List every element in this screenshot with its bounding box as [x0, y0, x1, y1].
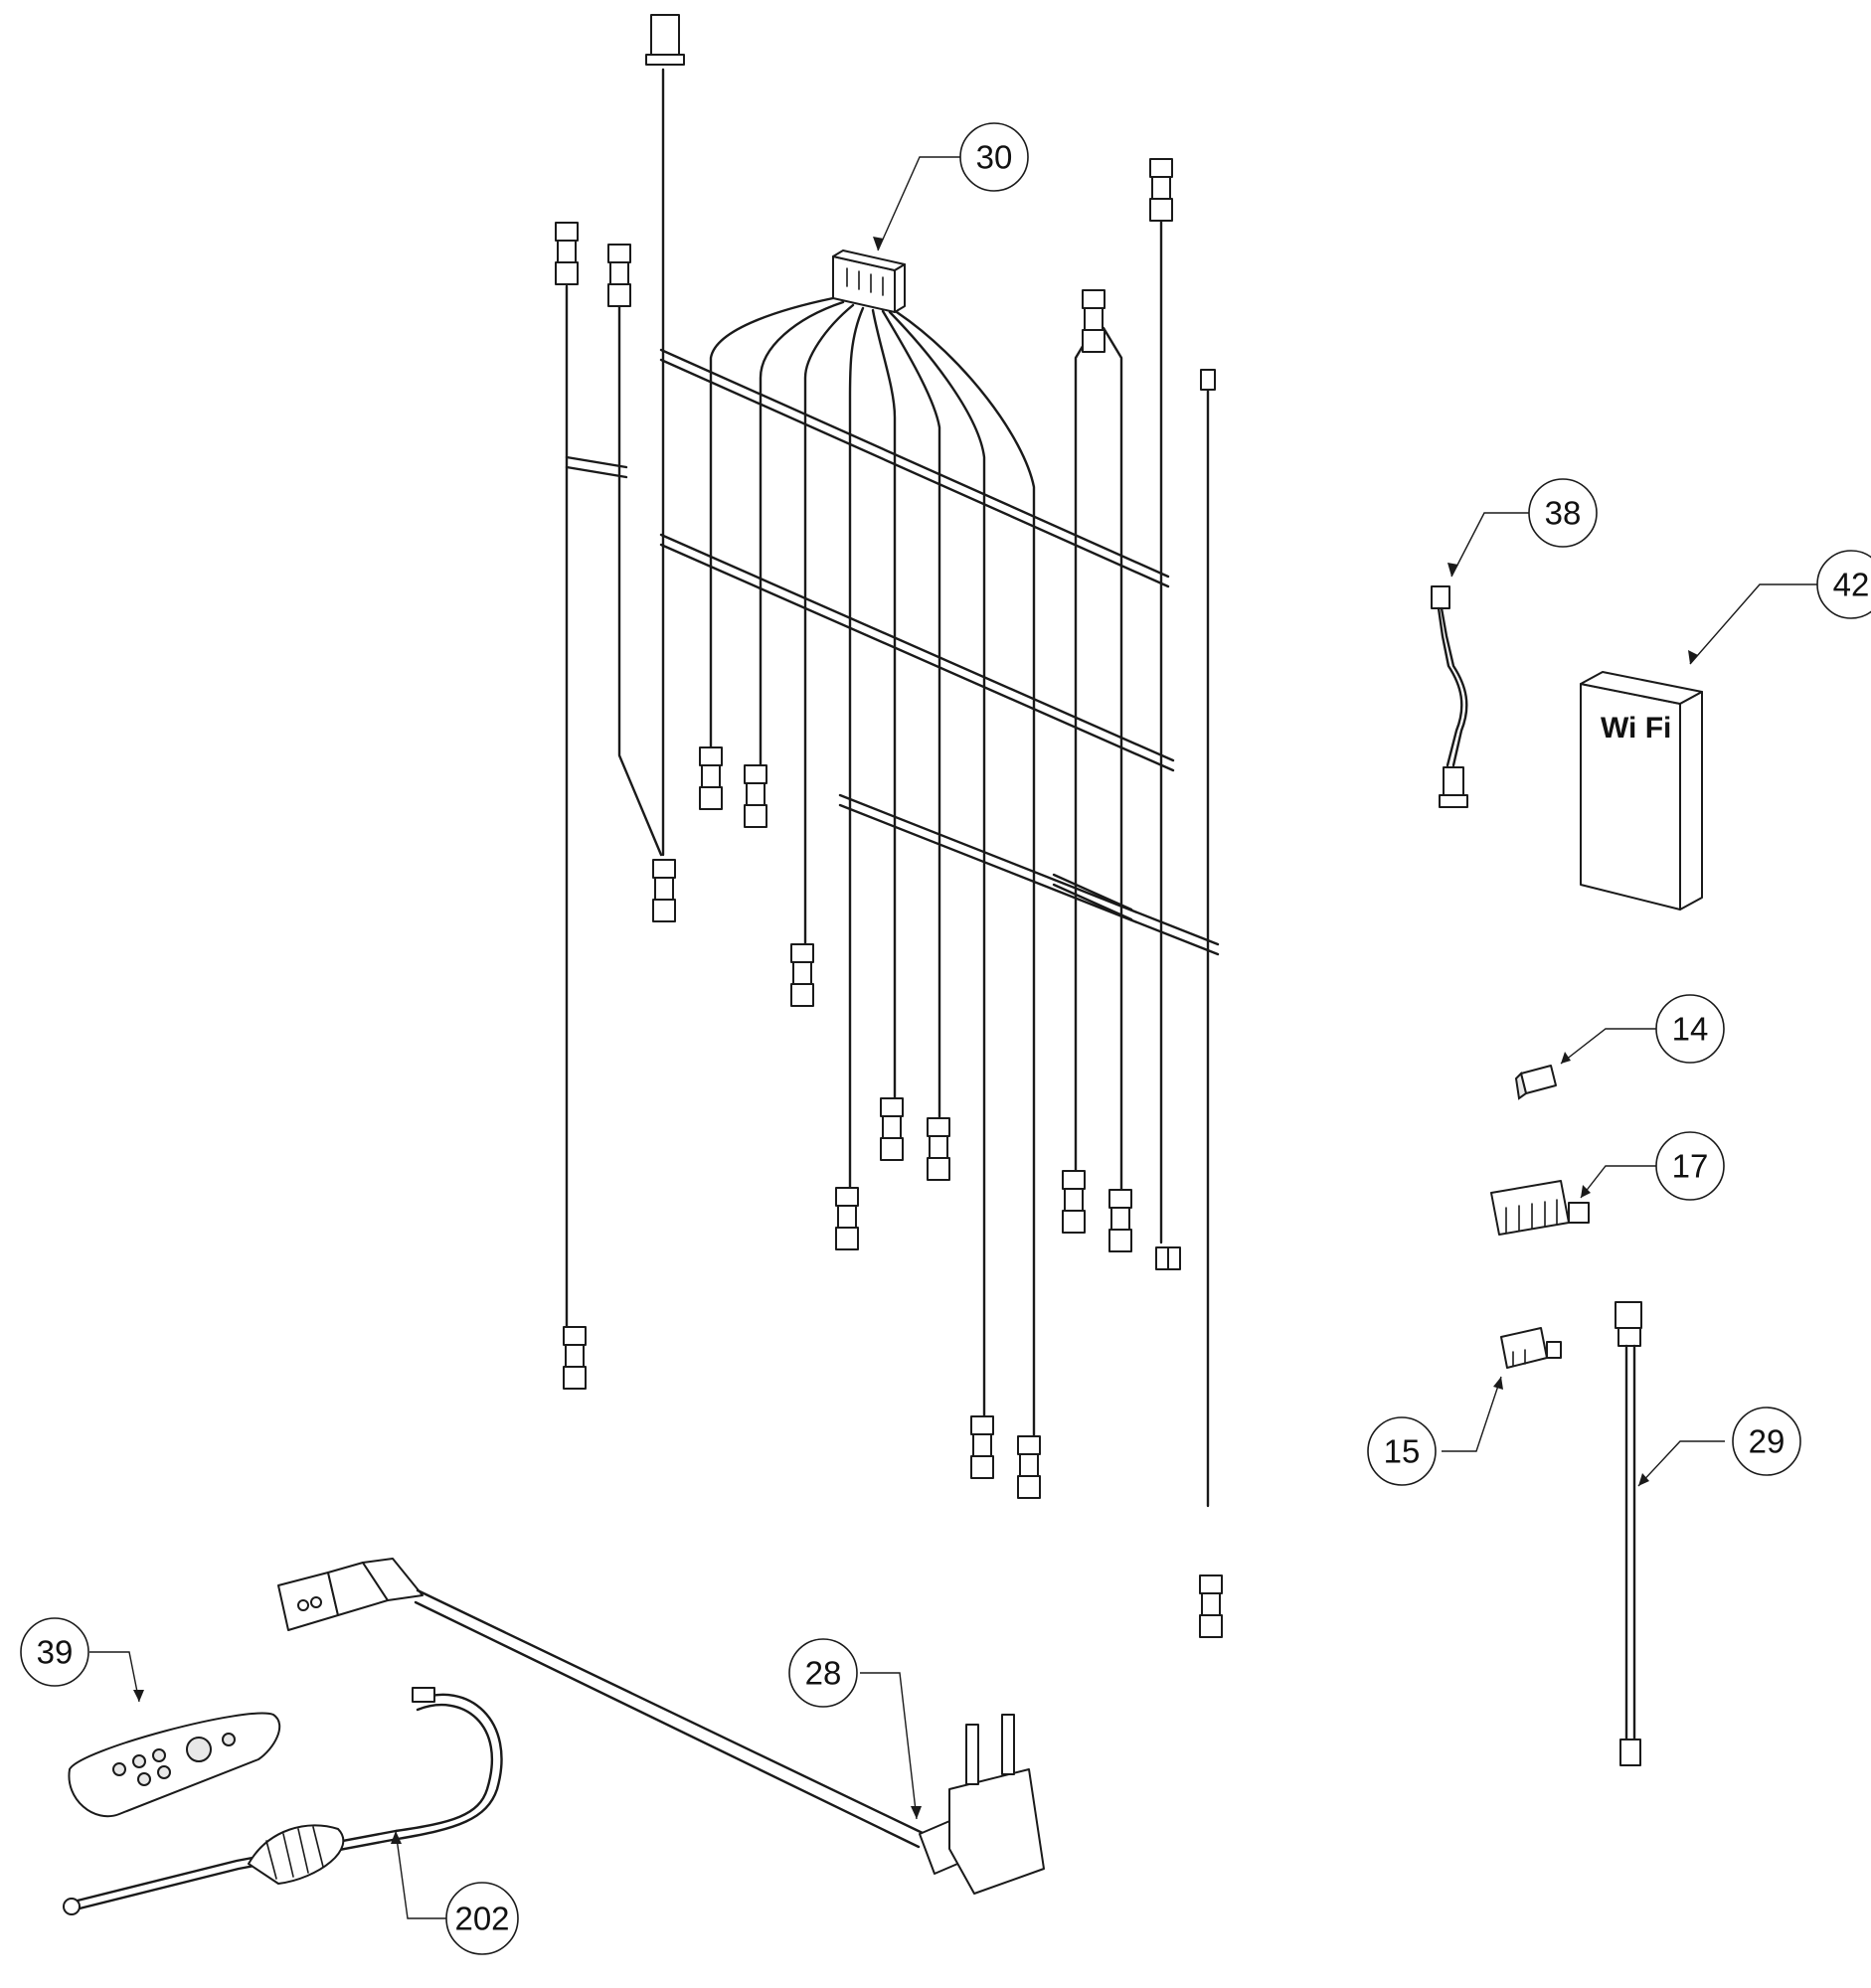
- svg-text:14: 14: [1672, 1011, 1709, 1048]
- temperature-probe-202: [63, 1687, 503, 1915]
- svg-text:28: 28: [805, 1655, 842, 1692]
- callout-15: 15: [1367, 1416, 1437, 1486]
- callout-29: 29: [1732, 1407, 1801, 1476]
- callout-28: 28: [788, 1638, 858, 1708]
- callout-202: 202: [445, 1882, 519, 1955]
- harness-wire-connectors: [555, 14, 1223, 1638]
- svg-text:38: 38: [1545, 495, 1582, 532]
- harness-left-wires: [565, 68, 665, 1334]
- callout-38: 38: [1528, 478, 1598, 548]
- terminal-block-17: [1490, 1180, 1590, 1236]
- svg-text:42: 42: [1833, 567, 1870, 603]
- harness-cross-ties: [565, 348, 1220, 956]
- callout-17: 17: [1655, 1131, 1725, 1201]
- wifi-module: Wi Fi: [1580, 671, 1703, 911]
- harness-right-wires: [1074, 207, 1210, 1508]
- svg-text:39: 39: [37, 1634, 74, 1671]
- svg-text:17: 17: [1672, 1148, 1709, 1185]
- terminal-block-14: [1514, 1065, 1557, 1100]
- terminal-block-15: [1500, 1327, 1562, 1369]
- callout-42: 42: [1816, 550, 1871, 619]
- callout-30: 30: [959, 122, 1029, 192]
- harness-fan-wires: [709, 296, 1036, 1458]
- cable-29: [1615, 1301, 1642, 1766]
- leader-lines: [89, 156, 1819, 1919]
- wifi-module-label: Wi Fi: [1601, 712, 1671, 745]
- main-wiring-harness: [555, 14, 1223, 1638]
- remote-control-39: [68, 1712, 281, 1818]
- svg-text:30: 30: [976, 139, 1013, 176]
- svg-text:29: 29: [1749, 1423, 1786, 1460]
- svg-text:15: 15: [1384, 1433, 1421, 1470]
- connector-cable-38: [1431, 585, 1468, 808]
- callout-14: 14: [1655, 994, 1725, 1064]
- svg-text:202: 202: [454, 1901, 509, 1937]
- power-cord-28: [277, 1558, 1045, 1895]
- callout-39: 39: [20, 1617, 89, 1687]
- harness-main-connector: [832, 249, 906, 313]
